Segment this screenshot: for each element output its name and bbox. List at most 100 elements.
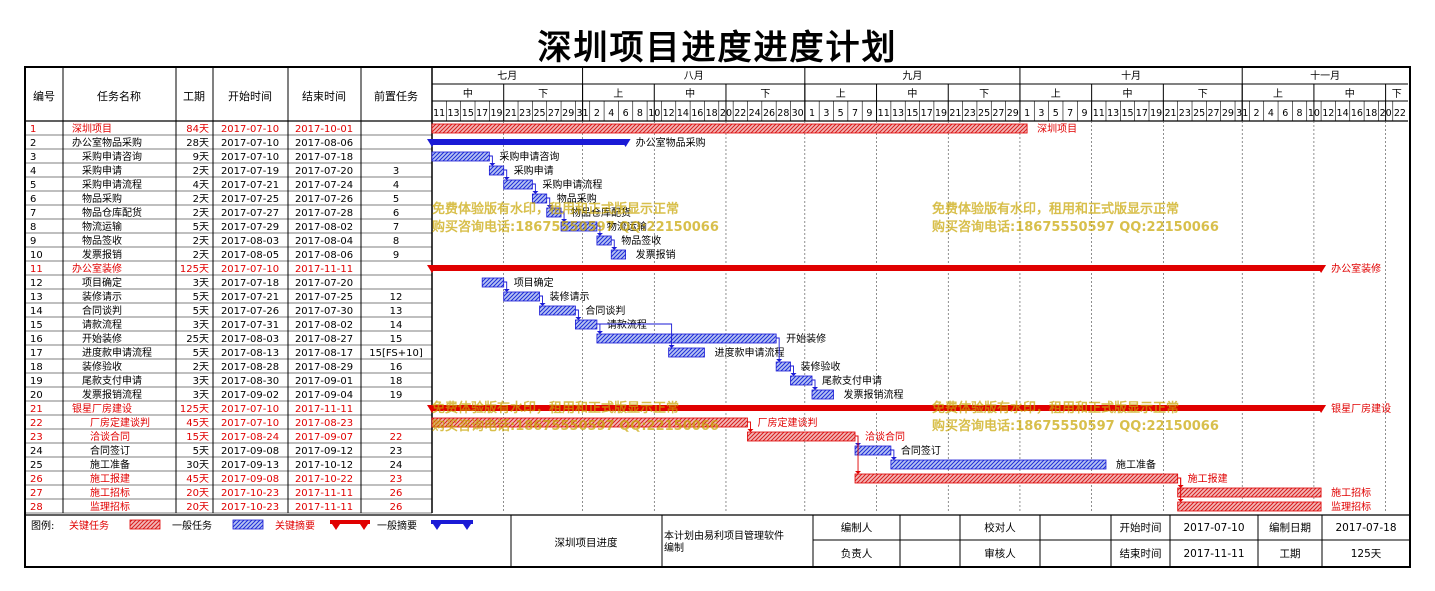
bar-label: 项目确定 <box>514 276 554 289</box>
legend-critical-task-label: 关键任务 <box>69 519 109 532</box>
footer-note-line: 本计划由易利项目管理软件 <box>664 529 784 542</box>
task-id: 6 <box>30 194 36 205</box>
day-label: 25 <box>1193 108 1205 119</box>
task-start: 2017-08-30 <box>221 376 279 387</box>
task-name: 监理招标 <box>90 500 130 513</box>
task-duration: 2天 <box>193 236 209 247</box>
task-name: 施工招标 <box>90 486 130 499</box>
dependency-arrow <box>855 435 859 473</box>
day-label: 15 <box>1121 108 1133 119</box>
task-predecessor: 15 <box>390 334 403 345</box>
task-predecessor: 15[FS+10] <box>369 348 423 359</box>
bar-label: 物流运输 <box>607 220 647 233</box>
footer-owner-label: 负责人 <box>841 547 873 560</box>
dependency-arrow <box>503 169 508 179</box>
task-id: 5 <box>30 180 36 191</box>
day-label: 22 <box>1394 108 1406 119</box>
task-name: 银星厂房建设 <box>72 402 132 415</box>
task-predecessor: 9 <box>393 250 399 261</box>
footer-end-label: 结束时间 <box>1120 547 1162 560</box>
bar-label: 银星厂房建设 <box>1331 402 1391 415</box>
dependency-arrowhead <box>561 219 568 222</box>
period-label: 上 <box>1051 88 1061 100</box>
task-duration: 5天 <box>193 446 209 457</box>
task-predecessor: 8 <box>393 236 399 247</box>
task-id: 10 <box>30 250 43 261</box>
task-bar <box>854 473 1179 484</box>
task-name: 装修验收 <box>82 360 122 373</box>
day-label: 27 <box>992 108 1004 119</box>
dependency-arrow <box>489 155 493 165</box>
task-name: 尾款支付申请 <box>82 374 142 387</box>
summary-start-marker <box>427 265 437 273</box>
period-label: 上 <box>1273 88 1283 100</box>
day-label: 25 <box>978 108 990 119</box>
task-start: 2017-08-24 <box>221 432 279 443</box>
column-header: 结束时间 <box>302 90 346 103</box>
footer-duration-value: 125天 <box>1351 548 1382 560</box>
task-bar <box>431 151 490 162</box>
task-name: 厂房定建谈判 <box>90 416 150 429</box>
task-end: 2017-09-07 <box>295 432 353 443</box>
bar-label: 开始装修 <box>786 332 826 345</box>
task-duration: 3天 <box>193 376 209 387</box>
task-predecessor: 18 <box>390 376 403 387</box>
day-label: 25 <box>534 108 546 119</box>
task-name: 施工准备 <box>90 458 130 471</box>
dependency-arrowhead <box>668 345 675 348</box>
dependency-arrowhead <box>539 303 546 306</box>
bar-label: 合同谈判 <box>585 304 625 317</box>
task-id: 16 <box>30 334 43 345</box>
task-start: 2017-08-03 <box>221 334 279 345</box>
task-duration: 15天 <box>186 432 209 443</box>
day-label: 3 <box>1038 108 1044 119</box>
month-label: 十一月 <box>1310 69 1340 82</box>
task-bar <box>790 375 813 386</box>
day-label: 10 <box>1308 108 1320 119</box>
task-predecessor: 13 <box>390 306 403 317</box>
task-name: 开始装修 <box>82 332 122 345</box>
task-start: 2017-07-27 <box>221 208 279 219</box>
task-predecessor: 22 <box>390 432 403 443</box>
day-label: 20 <box>1380 108 1392 119</box>
task-predecessor: 7 <box>393 222 399 233</box>
task-name: 请款流程 <box>82 318 122 331</box>
period-label: 下 <box>760 89 770 100</box>
day-label: 30 <box>792 108 804 119</box>
bar-label: 装修请示 <box>550 290 590 303</box>
task-end: 2017-08-29 <box>295 362 353 373</box>
task-bar <box>503 179 533 190</box>
task-predecessor: 12 <box>390 292 403 303</box>
footer-note-line: 编制 <box>664 541 684 554</box>
task-start: 2017-08-28 <box>221 362 279 373</box>
task-id: 2 <box>30 138 36 149</box>
watermark-text: 购买咨询电话:18675550597 QQ:22150066 <box>432 418 719 434</box>
task-duration: 5天 <box>193 348 209 359</box>
task-id: 21 <box>30 404 43 415</box>
legend-normal-summary-swatch <box>431 520 473 530</box>
task-end: 2017-08-02 <box>295 320 353 331</box>
day-label: 29 <box>562 108 574 119</box>
task-end: 2017-08-04 <box>295 236 353 247</box>
task-end: 2017-09-12 <box>295 446 353 457</box>
task-duration: 5天 <box>193 222 209 233</box>
task-id: 8 <box>30 222 36 233</box>
dependency-arrowhead <box>747 429 754 432</box>
task-name: 办公室装修 <box>72 262 122 275</box>
dependency-arrow <box>790 365 794 375</box>
task-duration: 45天 <box>186 474 209 485</box>
task-id: 4 <box>30 166 36 177</box>
dependency-arrowhead <box>776 359 783 362</box>
day-label: 16 <box>691 108 703 119</box>
task-bar <box>481 277 505 288</box>
watermark-text: 免费体验版有水印，租用和正式版显示正常 <box>432 400 679 416</box>
task-id: 23 <box>30 432 43 443</box>
task-end: 2017-07-20 <box>295 166 353 177</box>
period-label: 下 <box>979 89 989 100</box>
task-end: 2017-10-22 <box>295 474 353 485</box>
day-label: 2 <box>1254 108 1260 119</box>
task-end: 2017-07-25 <box>295 292 353 303</box>
dependency-arrow <box>596 323 673 347</box>
task-duration: 20天 <box>186 488 209 499</box>
